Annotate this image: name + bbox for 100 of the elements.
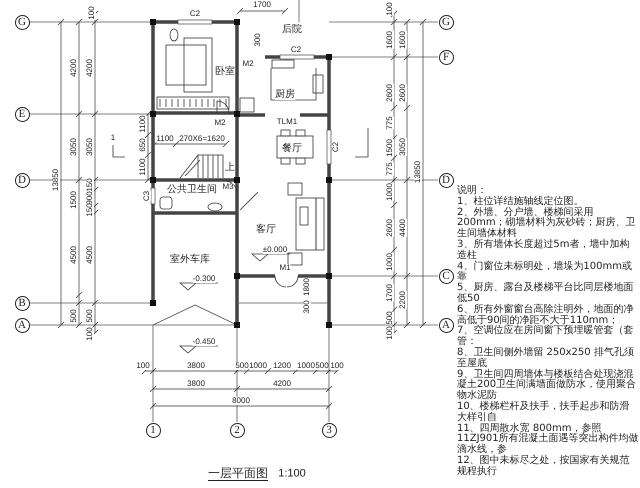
note-text: 12、图中未标尽之处，按国家有关规范规程执行 <box>457 456 631 478</box>
elevation-label: -0.450 <box>192 338 216 346</box>
dimension-text: 1600 <box>386 31 394 49</box>
dimension-text: 8000 <box>232 397 250 405</box>
dimension-text: 1000 <box>386 183 394 201</box>
drawing-title: 一层平面图 <box>208 466 268 482</box>
note-text: 10、楼梯栏杆及扶手，扶手起步和防滑大样引自 <box>457 402 631 423</box>
dimension-text: 3050 <box>70 138 78 156</box>
dimension-text: 1100 <box>139 158 147 176</box>
dimension-text: 2600 <box>386 219 394 237</box>
dimension-text: 900 <box>86 191 94 205</box>
elevation-label: ±0.000 <box>262 246 288 254</box>
axis-bubble: D <box>14 172 30 188</box>
axis-bubble: G <box>14 14 30 30</box>
axis-bubble: F <box>438 50 454 64</box>
dimension-text: 2600 <box>399 84 407 102</box>
room-label: 卧室 <box>215 67 235 77</box>
note-text: 9、卫生间四周墙体与楼板结合处现浇混凝土200卫生间满墙面做防水，使用聚合物水泥防 <box>457 370 638 402</box>
axis-bubble: C <box>438 268 454 284</box>
dimension-text: 4200 <box>86 59 94 77</box>
dimension-text: 1700 <box>253 1 271 9</box>
window-label: C2 <box>190 10 200 18</box>
door-label: M1 <box>279 264 291 272</box>
door-label: M3 <box>222 183 234 191</box>
dimension-text: 500 <box>235 362 249 370</box>
dimension-text: 270X6=1620 <box>179 135 225 143</box>
note-text: 1、柱位详结施轴线定位图。 <box>457 196 584 207</box>
axis-bubble: 2 <box>230 422 244 438</box>
door-label: M2 <box>214 119 226 127</box>
dimension-text: 775 <box>386 162 394 176</box>
note-text: 2、外墙、分户墙、楼梯间采用200mm；砌墙材料为灰砂砖；厨房、卫生间墙体材料 <box>457 208 637 240</box>
dimension-text: 3800 <box>187 362 205 370</box>
axis-bubble: A <box>14 318 30 332</box>
dimension-text: 100 <box>330 362 344 370</box>
door-label: TLM1 <box>276 118 298 126</box>
dimension-text: 1700 <box>386 284 394 302</box>
stair-direction-label: 上 <box>225 163 235 173</box>
axis-bubble: G <box>438 14 454 30</box>
dimension-text: 150 <box>86 203 94 217</box>
dimension-text: 4400 <box>399 219 407 237</box>
window-label: C2 <box>332 142 340 152</box>
dimension-text: 500 <box>86 309 94 323</box>
axis-bubble: D <box>438 172 454 188</box>
dimension-text: 3050 <box>399 138 407 156</box>
door-label: M2 <box>242 60 254 68</box>
scale-label: 1:100 <box>278 468 306 480</box>
axis-bubble: 3 <box>322 422 336 438</box>
room-label: 客厅 <box>256 225 276 235</box>
dimension-text: 100 <box>88 6 96 20</box>
note-text: 11、四周散水宽 800mm，参照 11ZJ901所有混凝土面遇等突出构件均做滴水线，参 <box>457 424 639 456</box>
note-text: 6、所有外窗窗台高除注明外，地面的净高低于90间的净距不大于110mm； <box>457 304 634 326</box>
dimension-text: 13850 <box>414 160 422 184</box>
note-text: 5、厨房、露台及楼梯平台比同层楼地面低50 <box>457 283 634 304</box>
window-label: C2 <box>290 46 302 54</box>
dimension-text: 1000 <box>386 253 394 271</box>
dimension-text: 4500 <box>70 246 78 264</box>
dimension-text: 150 <box>86 178 94 192</box>
axis-bubble: B <box>14 296 30 310</box>
dimension-text: 13850 <box>52 168 60 192</box>
note-text: 8、卫生间侧外墙留 250x250 排气孔须至屋底 <box>457 348 635 369</box>
note-text: 7、空调位应在房间窗下预埋暖管套（套管： <box>457 326 634 348</box>
note-text: 4、门窗位未标明处，墙垛为100mm或靠 <box>457 262 632 282</box>
dimension-text: 1100 <box>156 135 174 143</box>
room-label: 后院 <box>282 25 302 35</box>
dimension-text: 1000 <box>249 362 267 370</box>
room-label: 餐厅 <box>282 144 302 154</box>
axis-bubble: 1 <box>146 422 160 438</box>
note-text: 3、所有墙体长度超过5m者，墙中加构造柱 <box>457 240 630 261</box>
room-label: 公共卫生间 <box>167 185 217 195</box>
dimension-text: 3050 <box>86 138 94 156</box>
room-label: 厨房 <box>275 90 295 100</box>
dimension-text: 300 <box>254 33 262 47</box>
dimension-text: 1500 <box>386 139 394 157</box>
dimension-text: 2600 <box>386 84 394 102</box>
dimension-text: 100 <box>386 326 394 340</box>
dimension-text: 100 <box>386 2 394 16</box>
dimension-text: 1100 <box>139 115 147 133</box>
dimension-text: 300 <box>303 300 311 314</box>
dimension-text: 4500 <box>86 246 94 264</box>
dimension-text: 4200 <box>273 380 291 388</box>
dimension-text: 1600 <box>399 31 407 49</box>
elevation-label: -0.300 <box>192 275 216 283</box>
section-mark: 1 <box>110 134 116 142</box>
dimension-text: 1000 <box>297 362 315 370</box>
dimension-text: 775 <box>386 116 394 130</box>
dimension-text: 2200 <box>399 291 407 309</box>
axis-bubble: A <box>438 318 454 332</box>
dimension-text: 100 <box>136 362 150 370</box>
window-label: C3 <box>143 190 151 202</box>
dimension-text: 650 <box>139 138 147 152</box>
dimension-text: 1200 <box>273 362 291 370</box>
dimension-text: 3800 <box>187 380 205 388</box>
notes-heading: 说明： <box>457 186 488 196</box>
dimension-text: 500 <box>70 309 78 323</box>
dimension-text: 500 <box>386 311 394 325</box>
dimension-text: 1500 <box>70 191 78 209</box>
dimension-text: 4200 <box>70 59 78 77</box>
dimension-text: 100 <box>86 327 94 341</box>
room-label: 室外车库 <box>170 255 210 265</box>
axis-bubble: E <box>14 106 30 122</box>
